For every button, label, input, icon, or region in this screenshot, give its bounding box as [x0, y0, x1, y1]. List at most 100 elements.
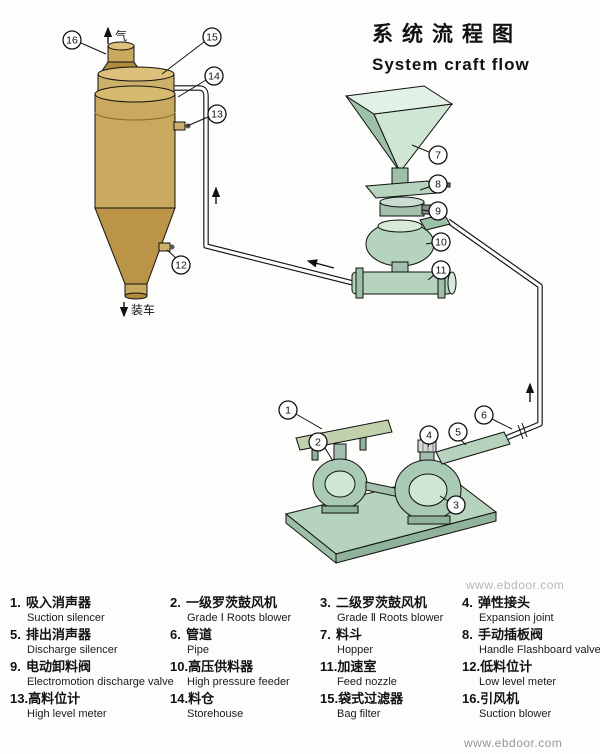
air-label: 气: [115, 28, 127, 43]
callout-3-num: 3: [453, 500, 459, 512]
blower1-foot: [321, 505, 359, 514]
legend-item-5: 5.排出消声器 Discharge silencer: [10, 626, 170, 658]
legend-zh: 高压供料器: [188, 659, 254, 674]
conveying-pipes: [174, 85, 543, 441]
legend-num: 6.: [170, 627, 181, 642]
base-plate-side: [285, 512, 337, 565]
callout-13-num: 13: [211, 109, 223, 121]
callout-12-circle: [171, 255, 191, 275]
callout-8-num: 8: [435, 179, 441, 191]
outlet-mouth: [124, 292, 148, 300]
legend-item-2: 2.一级罗茨鼓风机 Grade Ⅰ Roots blower: [170, 594, 320, 626]
feeder-lid: [377, 219, 423, 233]
callout-12-num: 12: [175, 260, 187, 272]
legend-zh: 引风机: [480, 691, 520, 706]
legend-item-3: 3.二级罗茨鼓风机 Grade Ⅱ Roots blower: [320, 594, 462, 626]
legend-en: High level meter: [27, 708, 107, 720]
legend-en: Low level meter: [479, 676, 557, 688]
legend-zh: 手动插板阀: [478, 627, 544, 642]
legend-zh: 高料位计: [28, 691, 81, 706]
callout-6-circle: [474, 405, 494, 425]
legend-en: Suction silencer: [27, 612, 105, 624]
callout-13-circle: [207, 104, 227, 124]
nozzle-flange-left: [355, 267, 364, 299]
callout-6-num: 6: [481, 410, 487, 422]
legend-en: Suction blower: [479, 708, 552, 720]
legend-item-7: 7.料斗 Hopper: [320, 626, 462, 658]
storehouse-group: [94, 41, 191, 300]
legend-zh: 吸入消声器: [26, 595, 92, 610]
callout-5-num: 5: [455, 427, 461, 439]
callout-2-circle: [308, 432, 328, 452]
legend-zh: 低料位计: [480, 659, 533, 674]
callout-13: 13: [186, 104, 227, 127]
callout-5: 5: [448, 422, 468, 446]
legend-num: 10.: [170, 659, 189, 674]
legend-zh: 管道: [186, 627, 213, 642]
legend-num: 12.: [462, 659, 481, 674]
legend: 1.吸入消声器 Suction silencer 2. 一级罗茨鼓风机 Grade…: [0, 594, 600, 722]
legend-num: 13.: [10, 691, 29, 706]
legend-zh: 弹性接头: [478, 595, 531, 610]
callout-15: 15: [161, 27, 222, 75]
legend-num: 7.: [320, 627, 331, 642]
legend-zh: 料仓: [188, 691, 215, 706]
blower-pipe: [447, 219, 542, 440]
callouts: 16 15 14 13 12 7 8: [62, 27, 513, 515]
legend-num: 4.: [462, 595, 473, 610]
callout-8: 8: [419, 174, 448, 194]
legend-item-6: 6.管道 Pipe: [170, 626, 320, 658]
legend-en: Handle Flashboard valve: [479, 644, 600, 656]
legend-en: Grade Ⅱ Roots blower: [337, 612, 444, 624]
legend-zh: 排出消声器: [26, 627, 92, 642]
roots-blower-grade1: [312, 443, 368, 514]
legend-item-12: 12.低料位计 Low level meter: [462, 658, 600, 690]
blower2-foot: [407, 515, 451, 525]
flow-arrows: [211, 186, 535, 402]
truck-label: 装车: [131, 302, 155, 317]
callout-4: 4: [419, 425, 439, 448]
legend-item-13: 13.高料位计 High level meter: [10, 690, 170, 722]
callout-1: 1: [278, 400, 323, 430]
flashboard-plate: [364, 180, 440, 199]
suction-blower-cap: [107, 41, 135, 51]
low-level-fitting: [158, 242, 171, 252]
callout-12: 12: [166, 249, 191, 275]
watermark-bottom: www.ebdoor.com: [464, 736, 563, 750]
watermark-side: www.ebdoor.com: [466, 578, 565, 592]
legend-item-1: 1.吸入消声器 Suction silencer: [10, 594, 170, 626]
tank-shell: [94, 93, 176, 209]
legend-en: Bag filter: [337, 708, 381, 720]
discharge-valve-top: [379, 196, 425, 208]
legend-zh: 一级罗茨鼓风机: [186, 595, 278, 610]
tank-outlet: [124, 283, 148, 300]
title-block: 系统流程图 System craft flow: [372, 18, 572, 75]
riser-pipe: [174, 86, 354, 285]
callout-3: 3: [439, 495, 466, 515]
system-flow-diagram: 气 装车 16 15 14 13 12: [62, 26, 543, 565]
discharge-silencer: [435, 431, 511, 465]
callout-7-num: 7: [435, 150, 441, 162]
callout-6: 6: [474, 405, 513, 430]
callout-10-num: 10: [435, 237, 447, 249]
callout-8-circle: [428, 174, 448, 194]
legend-en: Hopper: [337, 644, 374, 656]
pipe-flange-a: [521, 422, 528, 438]
callout-1-num: 1: [285, 405, 291, 417]
legend-en: Electromotion discharge valve: [27, 676, 174, 688]
callout-14-num: 14: [208, 71, 220, 83]
callout-9-num: 9: [435, 206, 441, 218]
callout-4-num: 4: [426, 430, 432, 442]
bag-filter-top: [97, 66, 175, 82]
callout-3-circle: [446, 495, 466, 515]
legend-num: 15.: [320, 691, 339, 706]
legend-num: 2.: [170, 595, 181, 610]
tank-top-rim: [94, 85, 176, 103]
callout-11-num: 11: [436, 265, 447, 277]
callout-4-circle: [419, 425, 439, 445]
hopper-neck: [391, 167, 409, 185]
legend-en: Expansion joint: [479, 612, 554, 624]
legend-num: 11.: [320, 659, 338, 674]
legend-num: 16.: [462, 691, 481, 706]
legend-num: 3.: [320, 595, 331, 610]
